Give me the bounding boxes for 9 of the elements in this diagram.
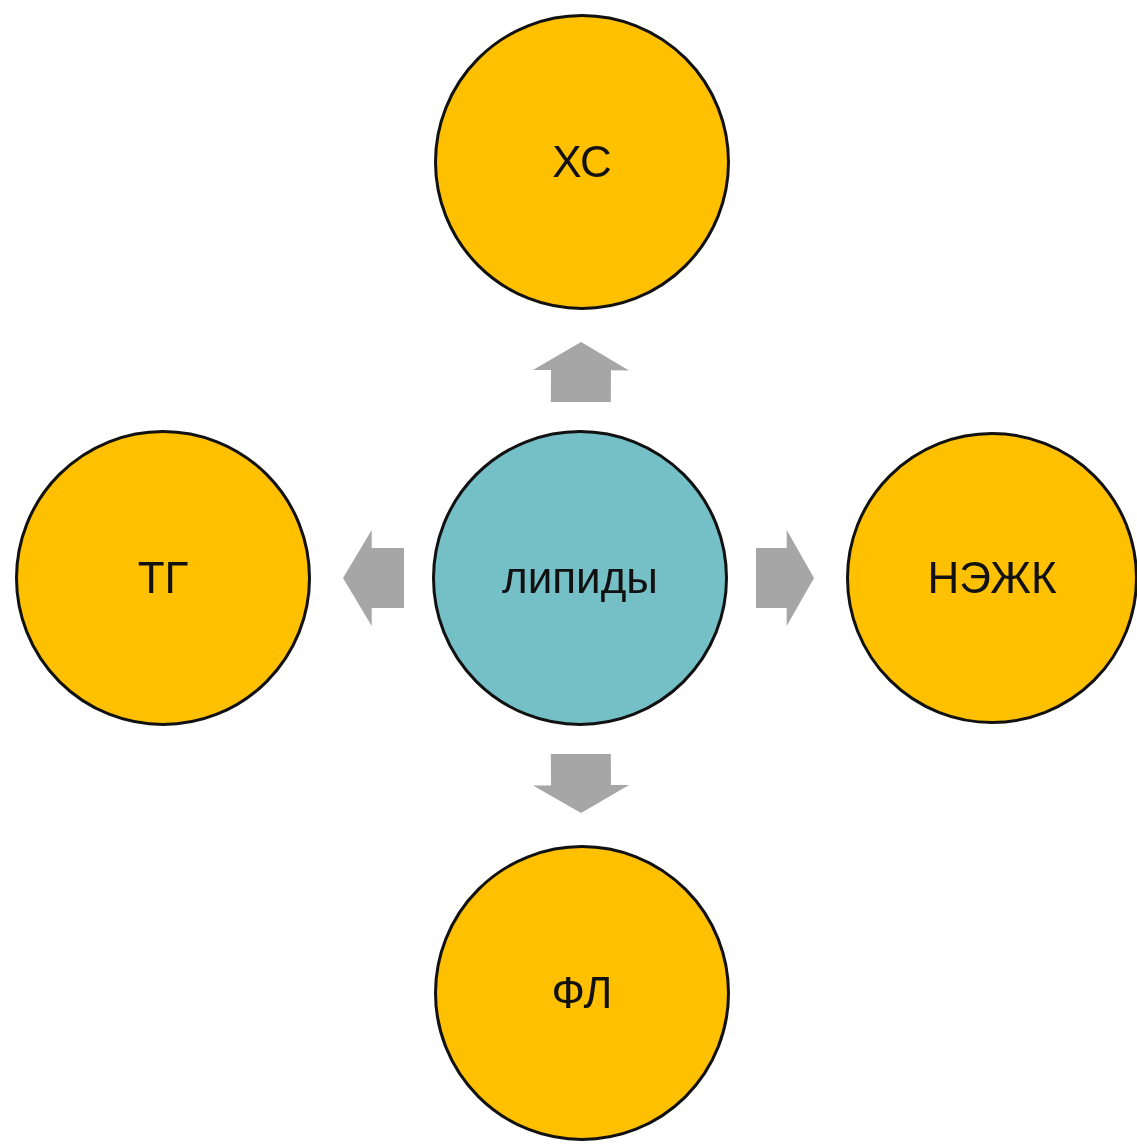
block-arrow: [533, 342, 629, 403]
block-arrow: [343, 530, 404, 626]
block-arrow: [533, 753, 629, 813]
node-label: ТГ: [137, 553, 189, 603]
node-label: НЭЖК: [927, 553, 1057, 603]
node-label: липиды: [502, 553, 658, 603]
block-arrow: [756, 530, 814, 626]
node-label: ХС: [552, 137, 612, 187]
node-label: ФЛ: [551, 968, 613, 1018]
